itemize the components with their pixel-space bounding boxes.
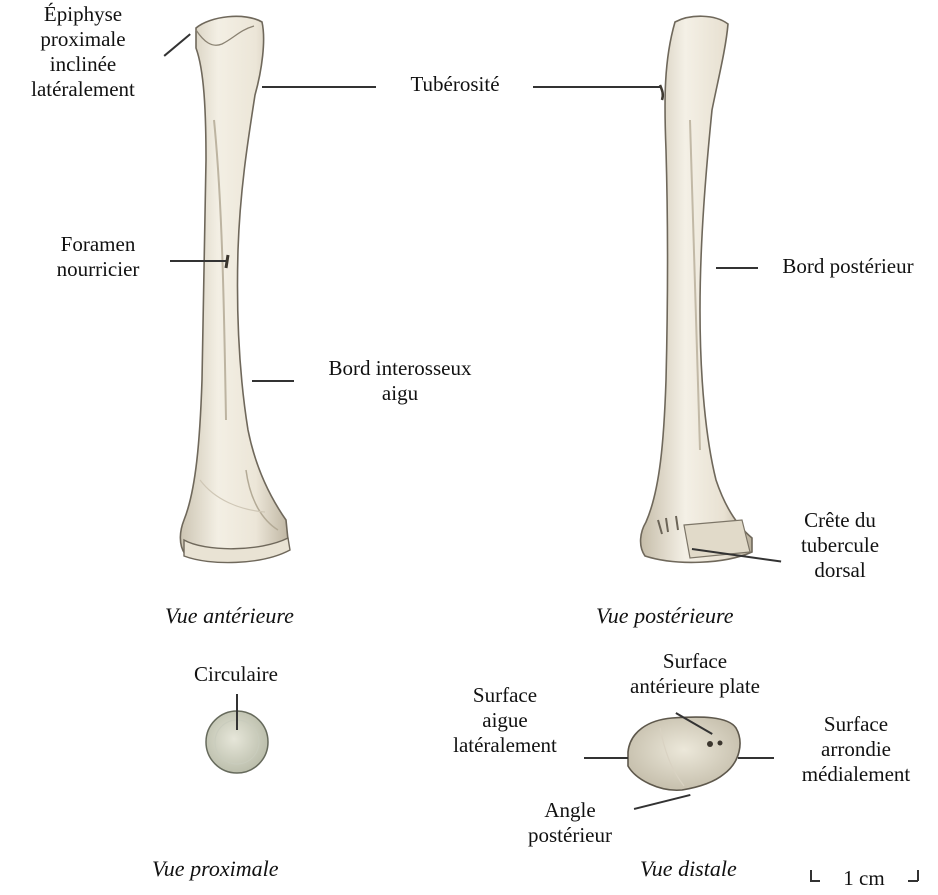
leader-line-circulaire: [236, 694, 238, 730]
label-line: dorsal: [780, 558, 900, 583]
label-line: Angle: [500, 798, 640, 823]
label-circulaire: Circulaire: [166, 662, 306, 687]
label-line: Surface: [610, 649, 780, 674]
distal-view-section: [628, 717, 740, 790]
label-angle-posterieur: Angle postérieur: [500, 798, 640, 848]
scale-bar-label: 1 cm: [820, 866, 908, 891]
leader-line-bord-interosseux: [252, 380, 294, 382]
label-surface-aigue: Surface aigue latéralement: [425, 683, 585, 758]
label-bord-posterieur: Bord postérieur: [762, 254, 934, 279]
label-surface-anterieure-plate: Surface antérieure plate: [610, 649, 780, 699]
label-line: latéralement: [8, 77, 158, 102]
label-crete-tubercule: Crête du tubercule dorsal: [780, 508, 900, 583]
label-line: inclinée: [8, 52, 158, 77]
caption-vue-anterieure: Vue antérieure: [165, 603, 294, 629]
label-line: Surface: [776, 712, 936, 737]
label-surface-arrondie: Surface arrondie médialement: [776, 712, 936, 787]
label-line: nourricier: [28, 257, 168, 282]
caption-vue-posterieure: Vue postérieure: [596, 603, 733, 629]
label-line: arrondie: [776, 737, 936, 762]
radius-posterior-view: [641, 16, 752, 562]
label-line: antérieure plate: [610, 674, 780, 699]
label-line: Bord interosseux: [300, 356, 500, 381]
leader-line-foramen: [170, 260, 226, 262]
label-bord-interosseux: Bord interosseux aigu: [300, 356, 500, 406]
leader-line-bord-posterieur: [716, 267, 758, 269]
label-line: latéralement: [425, 733, 585, 758]
caption-vue-distale: Vue distale: [640, 856, 737, 882]
label-line: aigu: [300, 381, 500, 406]
leader-line-surface-arrondie: [738, 757, 774, 759]
radius-anterior-view: [180, 16, 290, 562]
label-line: Foramen: [28, 232, 168, 257]
label-line: tubercule: [780, 533, 900, 558]
label-tuberosite: Tubérosité: [380, 72, 530, 97]
label-foramen-nourricier: Foramen nourricier: [28, 232, 168, 282]
leader-line-surface-aigue: [584, 757, 628, 759]
caption-vue-proximale: Vue proximale: [152, 856, 278, 882]
label-line: proximale: [8, 27, 158, 52]
label-line: Surface: [425, 683, 585, 708]
label-line: Épiphyse: [8, 2, 158, 27]
label-line: médialement: [776, 762, 936, 787]
label-line: Crête du: [780, 508, 900, 533]
label-line: postérieur: [500, 823, 640, 848]
leader-line-tuberosite-anterior: [262, 86, 376, 88]
scale-bar-tick-right: [917, 870, 919, 881]
leader-line-tuberosite-posterior: [533, 86, 660, 88]
label-line: aigue: [425, 708, 585, 733]
label-epiphyse-proximale: Épiphyse proximale inclinée latéralement: [8, 2, 158, 102]
scale-bar-tick-left: [810, 870, 812, 881]
